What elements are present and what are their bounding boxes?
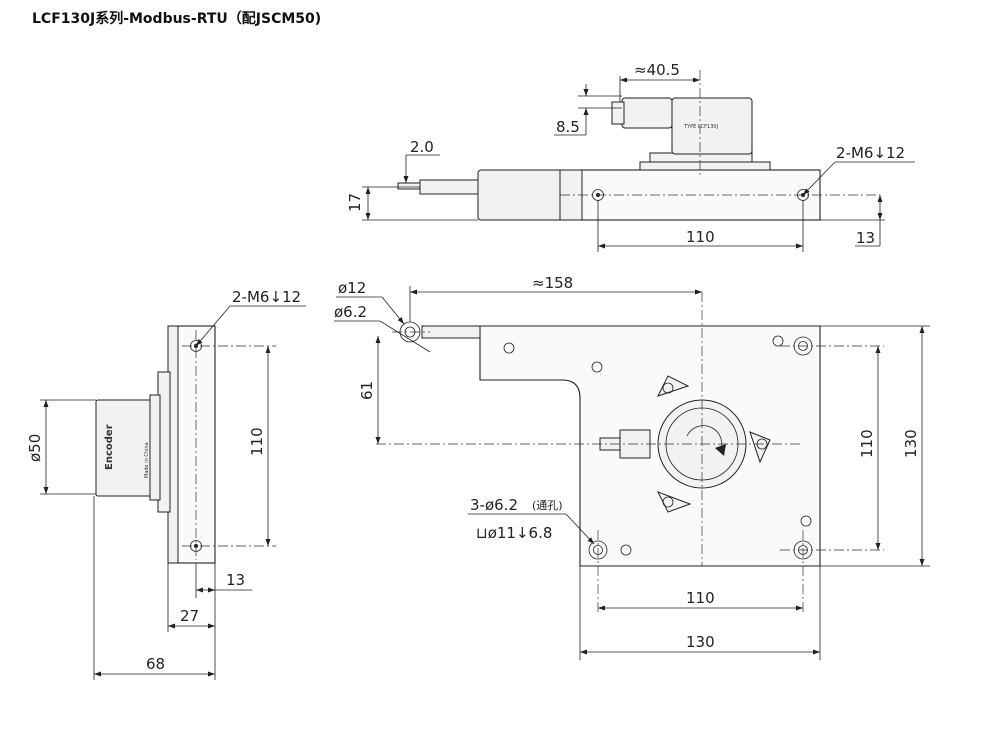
main-view-counterbore-callout: ⊔ø11↓6.8: [476, 524, 552, 542]
top-view-dim-wire: 2.0: [410, 138, 434, 156]
top-view-dim-hole-spacing: 110: [686, 228, 715, 246]
main-view-dim-110-vertical: 110: [858, 429, 876, 458]
main-view-dim-130-horizontal: 130: [686, 633, 715, 651]
side-view-dim-13: 13: [226, 571, 245, 589]
main-view-screw-2: [591, 361, 603, 373]
rotation-arrow-icon: [686, 425, 723, 453]
top-view-cable-sleeve: [419, 179, 479, 195]
top-view: TYPE LCF130J ≈40.5 8.5 2.0 17 110: [346, 61, 915, 252]
main-view-dim-61: 61: [358, 381, 376, 400]
side-view-thread-callout: 2-M6↓12: [232, 288, 301, 306]
side-view-made-in: Made in China: [144, 442, 150, 478]
side-view-dim-hole-spacing: 110: [248, 427, 266, 456]
main-view-tab-screw-bottom: [662, 496, 674, 508]
side-view-dim-27: 27: [180, 607, 199, 625]
top-view-dim-width: ≈40.5: [634, 61, 680, 79]
rotation-arrowhead-icon: [715, 444, 726, 456]
top-view-mount-flange: [639, 161, 771, 171]
main-view: ≈158 ø12 ø6.2 61 110 130 110 130 3-ø6.2 …: [334, 274, 930, 660]
main-view-dim-ring-inner: ø6.2: [334, 303, 367, 321]
top-view-dim-edge: 13: [856, 229, 875, 247]
top-view-wire: [397, 182, 421, 190]
top-view-dim-height: 17: [346, 193, 364, 212]
main-view-tab-screw-top: [662, 382, 674, 394]
leader-hole: [565, 513, 595, 545]
side-view-dim-diameter: ø50: [26, 434, 44, 462]
main-view-dim-110-horizontal: 110: [686, 589, 715, 607]
side-view: Encoder Made in China 110 ø50 2-M6↓12 13…: [26, 288, 306, 680]
main-view-dim-length: ≈158: [532, 274, 573, 292]
page-title: LCF130J系列-Modbus-RTU（配JSCM50): [32, 11, 322, 27]
top-view-connector: [621, 97, 673, 129]
main-view-hole-callout-note: (通孔): [532, 499, 563, 512]
top-view-dim-offset: 8.5: [556, 118, 580, 136]
side-view-encoder-text: Encoder: [104, 424, 115, 470]
main-view-screw-5: [620, 544, 632, 556]
main-view-screw-1: [503, 342, 515, 354]
main-view-mount-hole-bottom-left: [588, 540, 608, 560]
main-view-clamp-tab-right: [749, 431, 771, 464]
leader-thread-side: [195, 305, 231, 347]
side-view-dim-68: 68: [146, 655, 165, 673]
leader-thread-top: [802, 161, 836, 196]
main-view-dim-130-vertical: 130: [902, 429, 920, 458]
leader-d12: [381, 296, 405, 325]
main-view-screw-3: [772, 335, 784, 347]
main-view-hole-callout: 3-ø6.2: [470, 496, 518, 514]
top-view-thread-callout: 2-M6↓12: [836, 144, 905, 162]
main-view-dim-ring-outer: ø12: [338, 279, 366, 297]
top-view-encoder-label: TYPE LCF130J: [683, 124, 718, 130]
main-view-screw-4: [800, 515, 812, 527]
main-view-cable: [421, 325, 481, 339]
top-view-connector-nut: [611, 101, 625, 125]
leader-d6-2: [379, 320, 431, 353]
side-view-encoder-ring: [149, 394, 161, 501]
